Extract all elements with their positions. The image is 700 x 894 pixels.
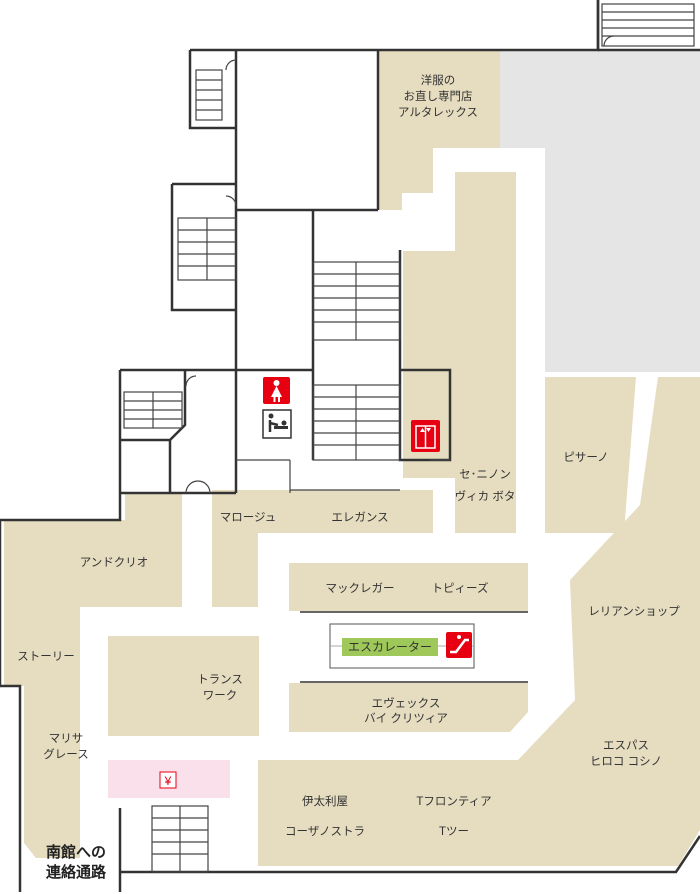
label-andcrio: アンドクリオ <box>80 556 149 569</box>
label-vica-bota: ヴィカ ボタ <box>455 489 516 503</box>
label-trans-work-1: トランス <box>197 674 243 686</box>
label-t-two: Tツー <box>439 826 469 838</box>
label-espace-1: エスパス <box>603 739 649 752</box>
label-maroju: マロージュ <box>220 512 276 524</box>
label-macgregor: マックレガー <box>326 582 395 595</box>
female-restroom-icon[interactable] <box>263 377 290 404</box>
door-swing <box>225 59 237 71</box>
stairs-center-upper <box>312 261 401 341</box>
elevator-icon[interactable] <box>411 420 440 452</box>
stairs-mid-left <box>177 217 237 281</box>
stairs-top-left <box>195 69 223 121</box>
stairs-left-small <box>123 391 183 429</box>
label-evex-1: エヴェックス <box>372 696 441 710</box>
shop-block-macgregor-tpiz[interactable] <box>289 563 528 611</box>
label-marisa-2: グレース <box>43 747 88 761</box>
label-alterations-3: アルタレックス <box>398 106 478 119</box>
south-link-label-2: 連絡通路 <box>46 863 107 881</box>
label-alterations-2: お直し専門店 <box>404 89 473 103</box>
label-t-frontier: Tフロンティア <box>416 796 491 808</box>
label-alterations-1: 洋服の <box>421 73 456 87</box>
shop-block-pisano[interactable] <box>545 377 636 533</box>
wall-north-main <box>236 0 600 52</box>
label-pisano: ピサーノ <box>563 451 608 464</box>
label-marisa-1: マリサ <box>49 732 84 745</box>
label-reliance: レリアンショップ <box>588 605 680 618</box>
yen-atm-icon[interactable]: ¥ <box>159 771 177 789</box>
south-link-label-1: 南館への <box>46 843 106 861</box>
shop-block-evex[interactable] <box>289 683 528 732</box>
escalator-label: エスカレーター <box>348 640 432 654</box>
escalator-label-bg <box>342 638 438 656</box>
label-story: ストーリー <box>17 651 75 663</box>
stairs-center-lower <box>312 384 401 461</box>
escalator-icon[interactable] <box>446 632 472 658</box>
closed-area <box>500 50 700 372</box>
label-itariya: 伊太利屋 <box>302 795 348 808</box>
label-cosa-nostra: コーザノストラ <box>285 825 365 838</box>
stairs-bottom-left <box>151 805 209 873</box>
shop-block-trans-work[interactable] <box>108 636 259 736</box>
label-trans-work-2: ワーク <box>203 689 238 702</box>
label-ce-ninon: セ･ニノン <box>459 468 511 481</box>
label-espace-2: ヒロコ コシノ <box>590 755 662 768</box>
label-evex-2: バイ クリツィア <box>364 712 448 725</box>
baby-changing-icon[interactable] <box>262 409 292 439</box>
shop-block-andcrio[interactable] <box>4 494 182 858</box>
shop-block-reliance-espace[interactable] <box>258 377 700 866</box>
svg-text:¥: ¥ <box>164 774 172 788</box>
shop-block-alterations[interactable] <box>378 50 500 210</box>
shop-block-maroju-elegance[interactable] <box>212 490 433 607</box>
label-elegance: エレガンス <box>331 511 388 524</box>
label-tpiz: トピィーズ <box>432 581 489 595</box>
stairs-top-right <box>601 3 695 47</box>
